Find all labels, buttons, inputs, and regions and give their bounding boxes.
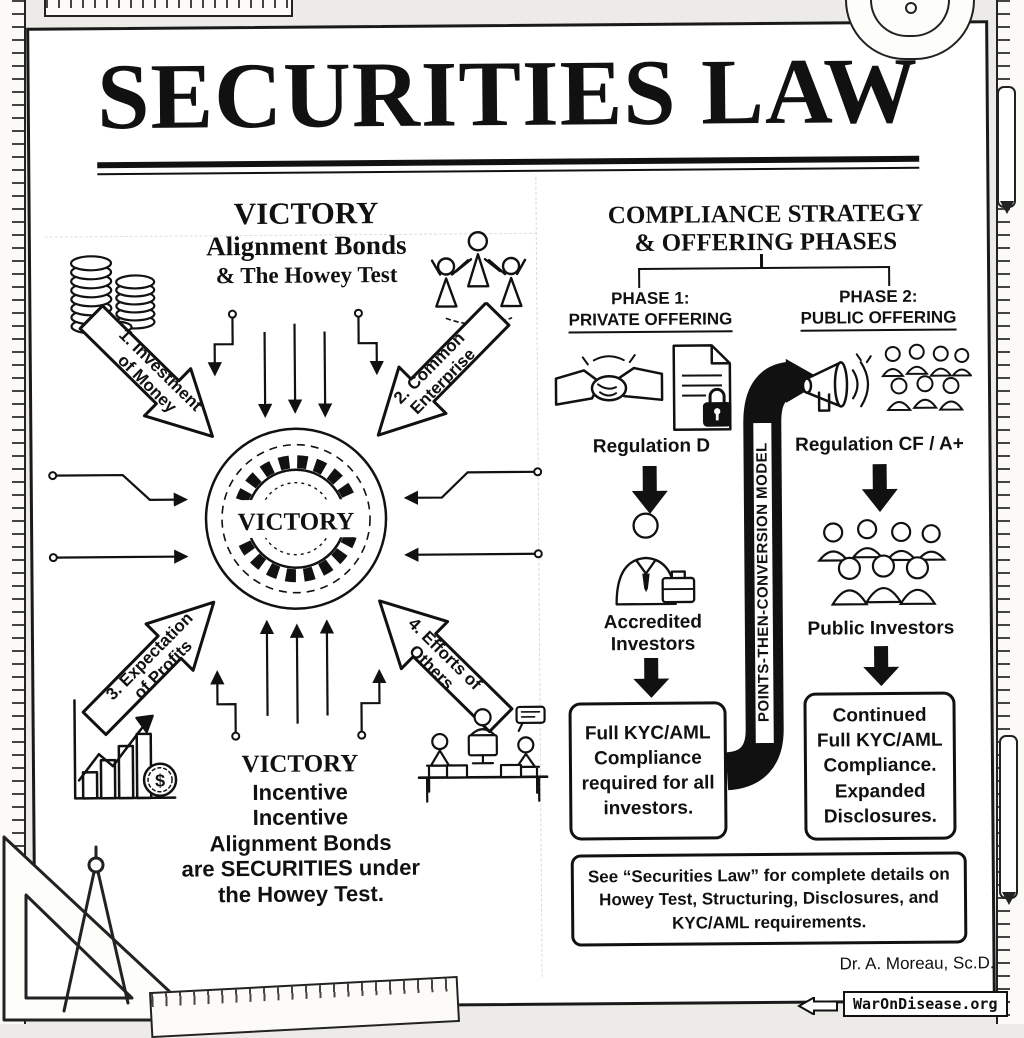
down-arrow-icon — [863, 646, 900, 687]
phase1-investors: Accredited Investors — [603, 611, 703, 656]
phase1-title-line1: PHASE 1: — [611, 288, 690, 309]
howey-test-diagram: VICTORY 1. Investment of Money 2. Common… — [48, 301, 543, 746]
phase2-title: PHASE 2: PUBLIC OFFERING — [783, 285, 973, 332]
phase2-investors: Public Investors — [807, 617, 955, 640]
phase2-title-line1: PHASE 2: — [839, 286, 918, 307]
speech-bubble-icon — [515, 705, 546, 725]
coins-icon — [69, 255, 156, 341]
down-arrow-icon — [861, 464, 898, 513]
hub-label: VICTORY — [238, 508, 355, 536]
pencil-icon — [999, 735, 1018, 899]
paper-sheet: SECURITIES LAW VICTORY Alignment Bonds &… — [26, 20, 996, 1010]
dollar-sign-icon: $ — [155, 771, 165, 791]
crowd-icon — [880, 343, 973, 412]
down-arrow-icon — [633, 657, 670, 698]
compliance-heading: COMPLIANCE STRATEGY & OFFERING PHASES — [561, 199, 971, 258]
laptop-icon — [499, 763, 523, 779]
handshake-icon — [554, 354, 664, 406]
megaphone-icon — [801, 353, 872, 412]
phase1-title: PHASE 1: PRIVATE OFFERING — [555, 287, 745, 334]
workers-icon — [417, 705, 549, 803]
phase1-title-line2: PRIVATE OFFERING — [568, 308, 733, 334]
pen-icon — [997, 86, 1016, 208]
compliance-heading-line2: & OFFERING PHASES — [634, 227, 898, 258]
phase1-kyc-box: Full KYC/AML Compliance required for all… — [568, 701, 728, 841]
watermark: WarOnDisease.org — [843, 991, 1008, 1017]
back-arrow-icon — [797, 997, 838, 1015]
public-investors-icon — [817, 519, 947, 606]
down-arrow-icon — [631, 465, 668, 514]
title-rule — [97, 155, 920, 176]
tie-icon — [642, 573, 650, 593]
compass-icon — [62, 845, 130, 1013]
conclusion-line3: Incentive — [252, 804, 349, 831]
conclusion-line1: VICTORY — [241, 750, 359, 779]
phase2-regulation: Regulation CF / A+ — [795, 433, 964, 456]
page-title: SECURITIES LAW — [96, 38, 919, 150]
conclusion-line2: Incentive — [252, 779, 348, 805]
growth-chart-icon: $ — [73, 699, 178, 800]
phase2-title-line2: PUBLIC OFFERING — [800, 306, 957, 332]
document-lock-icon — [672, 344, 732, 431]
footnote-box: See “Securities Law” for complete detail… — [570, 851, 968, 947]
laptop-icon — [445, 764, 469, 779]
victory-hub: VICTORY — [204, 427, 388, 610]
compliance-heading-line1: COMPLIANCE STRATEGY — [607, 199, 924, 230]
ruler-top — [44, 0, 293, 17]
phase2-kyc-box: Continued Full KYC/AML Compliance. Expan… — [803, 691, 957, 841]
conversion-label: POINTS-THEN-CONVERSION MODEL — [753, 442, 773, 723]
phase-bracket-stub — [759, 254, 763, 269]
accredited-investor-icon — [615, 512, 696, 606]
author-credit: Dr. A. Moreau, Sc.D. — [839, 953, 995, 974]
set-square-icon — [2, 835, 202, 1022]
phase1-regulation: Regulation D — [592, 435, 711, 458]
phase-bracket — [638, 266, 891, 288]
circuit-arrows — [52, 313, 539, 737]
circuit-nodes — [48, 308, 543, 741]
